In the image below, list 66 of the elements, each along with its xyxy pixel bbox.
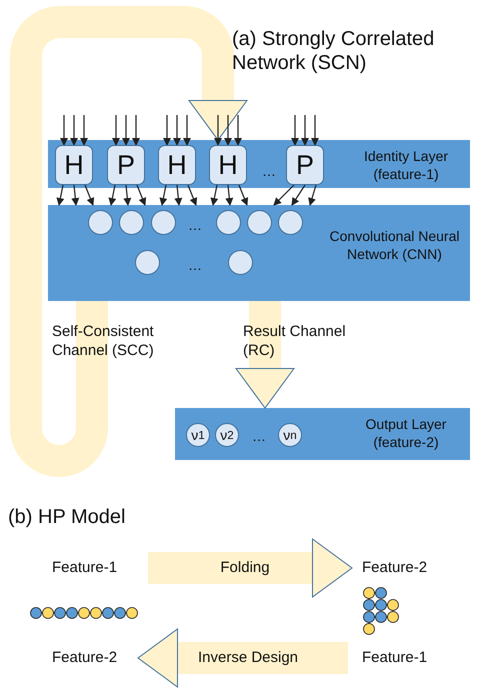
- arrow: [108, 184, 116, 206]
- neuron-circle: [278, 210, 303, 235]
- title: (a) Strongly Correlated Network (SCN): [232, 27, 436, 75]
- feature-label: Feature-2: [52, 648, 128, 668]
- arrow: [187, 184, 198, 206]
- arrow: [214, 115, 222, 146]
- feature-label: Feature-1: [52, 558, 128, 578]
- neuron-circle: [88, 210, 113, 235]
- arrow: [173, 115, 181, 146]
- arrow: [163, 115, 171, 146]
- arrow: [238, 184, 248, 206]
- arrow: [291, 115, 299, 146]
- arrow: [132, 115, 140, 146]
- arrow: [183, 115, 191, 146]
- residue-box: P: [286, 145, 324, 185]
- neuron-circle: [247, 210, 272, 235]
- residue-box: H: [209, 145, 247, 185]
- arrow: [60, 115, 68, 146]
- block-arrow: [236, 301, 294, 408]
- ellipsis: …: [188, 217, 202, 233]
- arrow: [159, 184, 168, 206]
- arrow: [273, 184, 294, 206]
- arrow: [224, 115, 232, 146]
- neuron-circle: [228, 250, 253, 275]
- arrow: [122, 115, 130, 146]
- residue-box: H: [55, 145, 93, 185]
- feature-label: Feature-2: [362, 558, 438, 578]
- arrow: [291, 184, 306, 206]
- edge-label: Result Channel (RC): [243, 322, 347, 360]
- edge-label: Self-Consistent Channel (SCC): [52, 322, 155, 360]
- layer-label: Output Layer (feature-2): [364, 415, 448, 451]
- block-arrow: [138, 628, 348, 688]
- residue-box: H: [158, 145, 196, 185]
- layer-band: [48, 140, 470, 188]
- edge-label: Inverse Design: [196, 648, 300, 667]
- layer-label: Identity Layer (feature-1): [362, 147, 450, 183]
- arrow: [123, 184, 132, 206]
- arrow: [234, 115, 242, 146]
- arrow: [311, 115, 319, 146]
- arrow: [210, 184, 218, 206]
- neuron-circle: [135, 250, 160, 275]
- residue-box: P: [107, 145, 145, 185]
- arrow: [225, 184, 234, 206]
- ellipsis: …: [262, 163, 276, 179]
- ellipsis: …: [252, 428, 266, 444]
- arrow: [301, 115, 309, 146]
- layer-band: [175, 408, 470, 460]
- layer-label: Convolutional Neural Network (CNN): [328, 227, 460, 263]
- edge-label: Folding: [219, 558, 271, 577]
- arrow: [56, 184, 64, 206]
- arrow: [84, 184, 94, 206]
- arrow: [136, 184, 146, 206]
- arrow: [80, 115, 88, 146]
- neuron-circle: [151, 210, 176, 235]
- arrow: [174, 184, 182, 206]
- neuron-circle: [216, 210, 241, 235]
- arrow: [112, 115, 120, 146]
- ellipsis: …: [188, 257, 202, 273]
- arrow: [308, 184, 317, 206]
- feature-label: Feature-1: [362, 648, 438, 668]
- section-heading: (b) HP Model: [8, 506, 126, 529]
- neuron-circle: [119, 210, 144, 235]
- block-arrow: [148, 538, 352, 598]
- arrow: [70, 115, 78, 146]
- arrow: [71, 184, 80, 206]
- layer-band: [48, 205, 470, 301]
